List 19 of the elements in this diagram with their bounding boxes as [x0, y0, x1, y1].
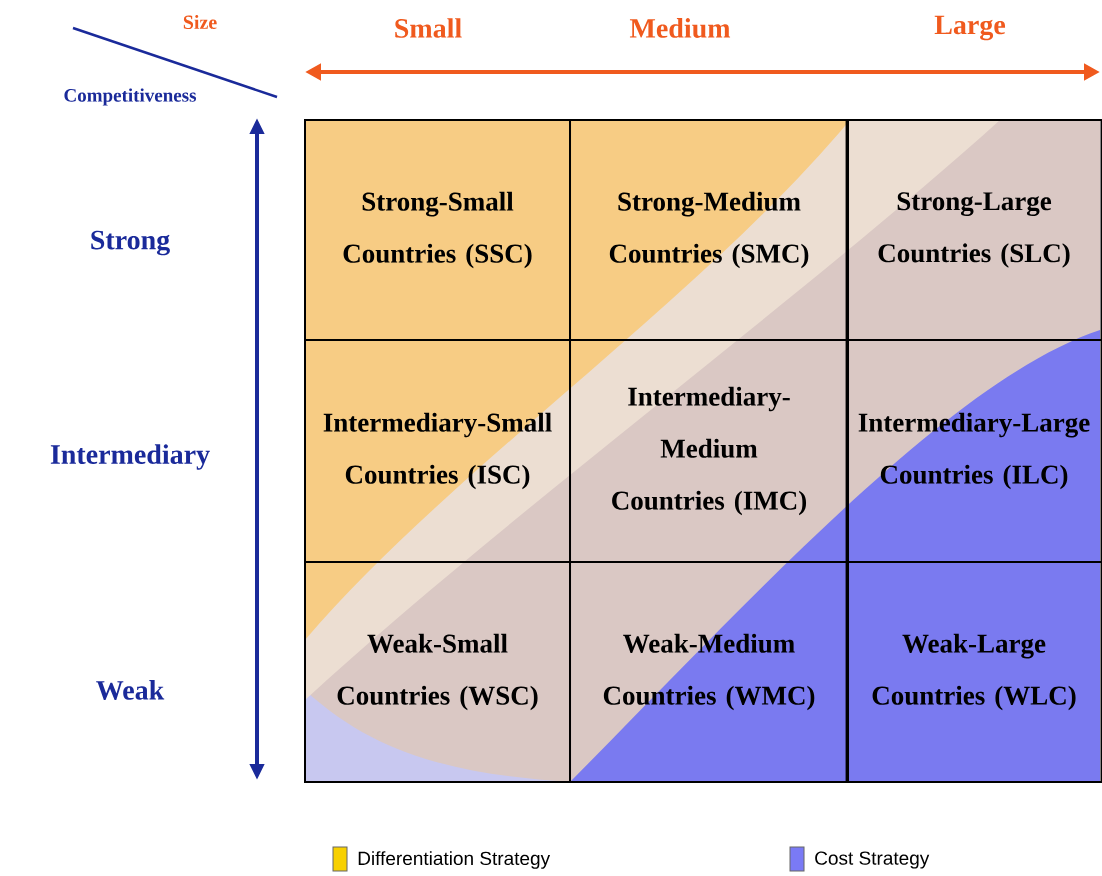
- legend-text: Differentiation Strategy: [358, 851, 551, 869]
- matrix-cell: Strong-Large Countries (SLC): [845, 119, 1102, 341]
- axis-label: Size: [183, 14, 217, 30]
- matrix-cell: Weak-Large Countries (WLC): [845, 561, 1102, 783]
- matrix-cell: Strong-Medium Countries (SMC): [569, 119, 849, 341]
- matrix-cell: Weak-Small Countries (WSC): [304, 561, 571, 783]
- axis-label: Weak: [96, 680, 165, 700]
- matrix-cell: Weak-Medium Countries (WMC): [569, 561, 849, 783]
- matrix-cell: Strong-Small Countries (SSC): [304, 119, 571, 341]
- axis-label: Intermediary: [50, 444, 210, 470]
- axis-label: Strong: [91, 230, 170, 256]
- axis-label: Medium: [629, 18, 731, 38]
- matrix-cell: Intermediary-Medium Countries (IMC): [569, 339, 849, 563]
- axis-label: Competitiveness: [64, 88, 197, 106]
- axis-label: Large: [934, 15, 1006, 41]
- axis-label: Small: [395, 18, 462, 38]
- matrix-cell: Intermediary-Small Countries (ISC): [304, 339, 571, 563]
- matrix-cell: Intermediary-Large Countries (ILC): [845, 339, 1102, 563]
- legend-text: Cost Strategy: [815, 851, 930, 869]
